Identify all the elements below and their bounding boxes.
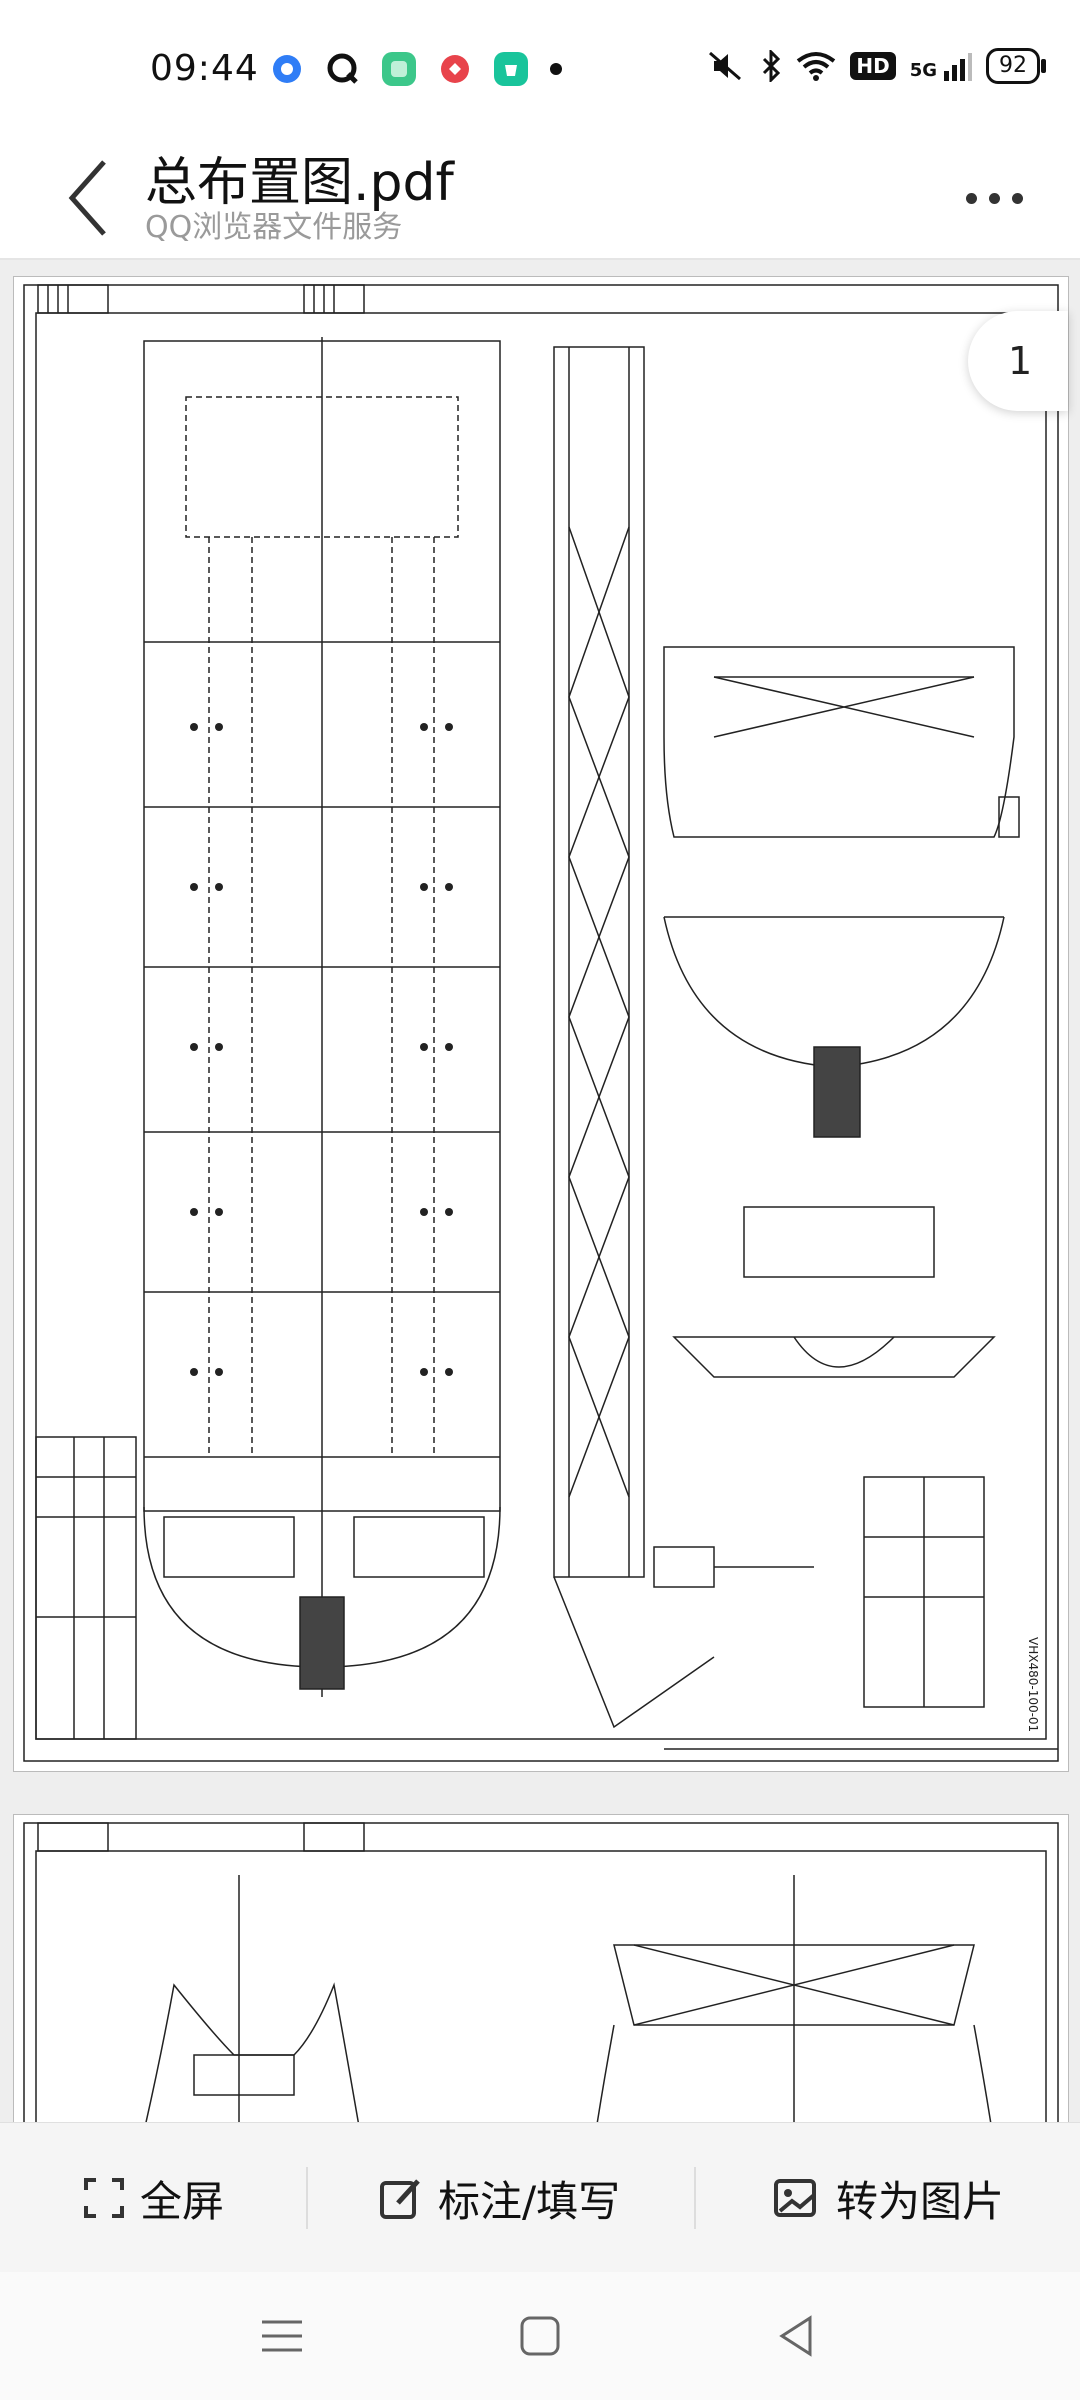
status-time: 09:44: [150, 48, 259, 89]
menu-icon[interactable]: [254, 2308, 310, 2364]
fullscreen-label: 全屏: [140, 2176, 225, 2226]
system-navigation-bar: [0, 2272, 1080, 2400]
qq-browser-notif-icon: [270, 52, 304, 86]
document-title: 总布置图.pdf: [145, 153, 454, 213]
red-app-notif-icon: [438, 52, 472, 86]
q-app-notif-icon: [326, 52, 360, 86]
hd-badge: HD: [850, 52, 896, 80]
annotate-button[interactable]: 标注/填写: [378, 2123, 620, 2273]
home-icon[interactable]: [512, 2308, 568, 2364]
network-type: 5G: [909, 60, 937, 81]
more-dot: [1012, 192, 1023, 204]
wifi-icon: [797, 52, 836, 81]
notification-icons: [270, 52, 562, 86]
back-button[interactable]: [52, 148, 122, 248]
convert-to-image-label: 转为图片: [836, 2176, 1005, 2226]
bluetooth-icon: [763, 50, 781, 82]
mute-icon: [709, 51, 742, 81]
ship-drawing-page-2: [23, 1822, 1059, 2122]
battery-level: 92: [986, 48, 1046, 84]
back-nav-icon[interactable]: [770, 2308, 826, 2364]
chevron-left-icon: [68, 160, 106, 236]
more-dot: [989, 192, 1000, 204]
toolbar-divider: [306, 2167, 308, 2229]
title-bar: 总布置图.pdf QQ浏览器文件服务: [0, 140, 1080, 260]
signal-indicator: 5G: [910, 51, 972, 81]
status-right: HD 5G 92: [706, 48, 1046, 84]
fullscreen-icon: [84, 2178, 124, 2218]
pdf-page-2: [13, 1814, 1069, 2122]
pdf-viewer[interactable]: VHX480-100-01 1: [0, 260, 1080, 2122]
pdf-page-1: VHX480-100-01 1: [13, 276, 1069, 1772]
status-bar: 09:44 HD 5G 92: [0, 0, 1080, 140]
annotate-label: 标注/填写: [438, 2176, 621, 2226]
page-number-indicator[interactable]: 1: [968, 311, 1068, 411]
more-dot: [966, 192, 977, 204]
signal-icon: [944, 53, 972, 81]
drawing-number-label: VHX480-100-01: [1026, 1637, 1040, 1732]
fullscreen-button[interactable]: 全屏: [82, 2123, 224, 2273]
more-options-button[interactable]: [966, 178, 1036, 218]
bottom-toolbar: 全屏 标注/填写 转为图片: [0, 2122, 1080, 2273]
edit-icon: [380, 2179, 420, 2219]
ship-general-arrangement-drawing: VHX480-100-01: [23, 284, 1059, 1762]
green-app-notif-icon: [382, 52, 416, 86]
image-convert-icon: [774, 2179, 816, 2217]
shopping-notif-icon: [494, 52, 528, 86]
more-notifications-dot: [550, 63, 562, 75]
toolbar-divider: [694, 2167, 696, 2229]
convert-to-image-button[interactable]: 转为图片: [772, 2123, 1004, 2273]
document-source: QQ浏览器文件服务: [145, 210, 403, 245]
